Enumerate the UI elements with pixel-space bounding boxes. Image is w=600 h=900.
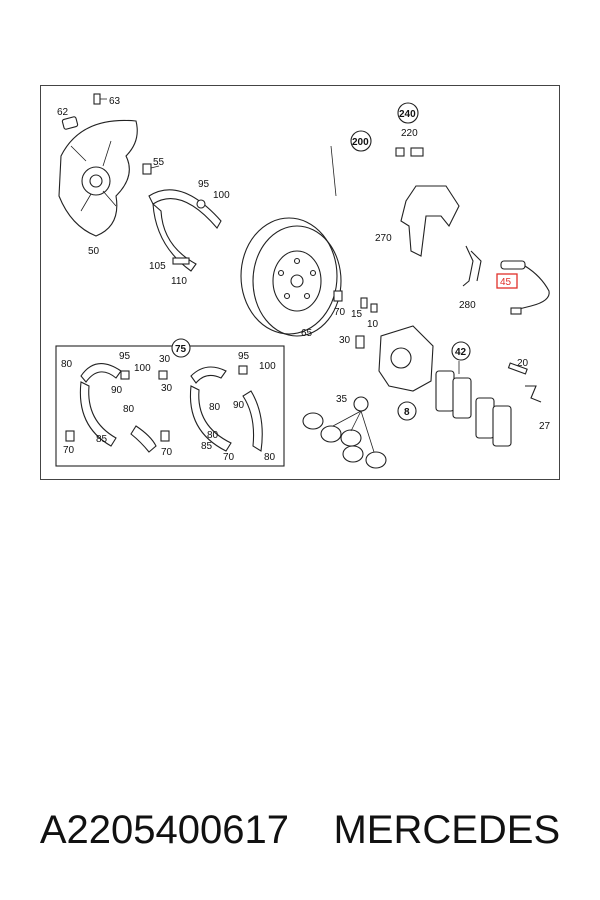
highlight-box — [496, 273, 518, 289]
kit-callout-80-bottom: 80 — [264, 452, 276, 463]
parking-brake-kit-box — [55, 345, 285, 467]
kit-callout-80-right-mid: 80 — [207, 430, 219, 441]
callout-220: 220 — [401, 128, 418, 139]
callout-110: 110 — [171, 276, 187, 287]
callout-45: 45 — [500, 277, 512, 288]
callout-27: 27 — [539, 421, 551, 432]
brake-parts-diagram: 63 62 55 50 95 100 105 110 240 200 220 2… — [55, 93, 551, 469]
wear-sensor-icon — [500, 260, 550, 315]
callout-75: 75 — [175, 344, 187, 355]
kit-callout-80-mid: 80 — [123, 404, 135, 415]
callout-270: 270 — [375, 233, 392, 244]
callout-62: 62 — [57, 107, 69, 118]
kit-callout-85: 85 — [96, 434, 108, 445]
kit-callout-100: 100 — [134, 363, 151, 374]
caliper-bracket-icon — [330, 145, 460, 257]
kit-callout-70-bottom: 70 — [223, 452, 235, 463]
callout-105: 105 — [149, 261, 166, 272]
callout-20: 20 — [517, 358, 529, 369]
callout-65: 65 — [301, 328, 313, 339]
callout-42: 42 — [455, 347, 467, 358]
parking-shoe-icon — [148, 189, 222, 272]
kit-callout-70-mid: 70 — [161, 447, 173, 458]
brand-name: MERCEDES — [333, 808, 561, 852]
kit-callout-30-top: 30 — [159, 354, 171, 365]
callout-200: 200 — [352, 137, 369, 148]
kit-callout-85-right: 85 — [201, 441, 213, 452]
callout-100: 100 — [213, 190, 230, 201]
callout-35: 35 — [336, 394, 348, 405]
kit-callout-90: 90 — [111, 385, 123, 396]
kit-callout-90-right: 90 — [233, 400, 245, 411]
callout-63: 63 — [109, 96, 121, 107]
backing-plate-icon — [58, 119, 138, 237]
kit-callout-30-mid: 30 — [161, 383, 173, 394]
callout-95: 95 — [198, 179, 210, 190]
kit-callout-95-right: 95 — [238, 351, 250, 362]
pin-20-icon — [507, 362, 542, 403]
kit-callout-100-right: 100 — [259, 361, 276, 372]
callout-10: 10 — [367, 319, 379, 330]
brake-pads-icon — [435, 361, 512, 447]
kit-callout-80: 80 — [61, 359, 73, 370]
callout-8: 8 — [404, 407, 410, 418]
clip-280-icon — [462, 245, 482, 287]
callout-55: 55 — [153, 157, 165, 168]
bolts-icon — [333, 290, 378, 349]
callout-70-bolt: 70 — [334, 307, 346, 318]
callout-50: 50 — [88, 246, 100, 257]
parts-diagram-frame: 63 62 55 50 95 100 105 110 240 200 220 2… — [40, 85, 560, 480]
kit-callout-70-left: 70 — [63, 445, 75, 456]
callout-280: 280 — [459, 300, 476, 311]
callout-240: 240 — [399, 109, 416, 120]
part-number: A2205400617 — [39, 808, 289, 852]
caliper-icon — [378, 325, 434, 392]
kit-callout-95: 95 — [119, 351, 131, 362]
part-caption: A2205400617 MERCEDES — [0, 800, 600, 860]
bracket-icon — [61, 93, 107, 130]
seal-kit-icon — [302, 396, 387, 469]
bolt-55-icon — [142, 163, 160, 175]
kit-callout-80-right: 80 — [209, 402, 221, 413]
brake-disc-icon — [240, 217, 342, 337]
callout-15: 15 — [351, 309, 363, 320]
callout-30-caliper: 30 — [339, 335, 351, 346]
